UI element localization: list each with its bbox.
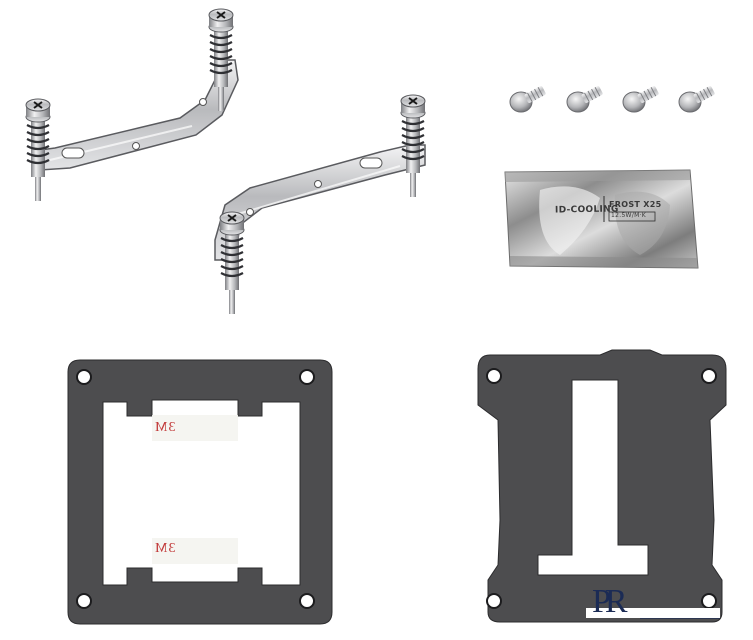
paste-product-text: FROST X25 <box>609 200 662 209</box>
watermark-frame <box>586 608 720 619</box>
mounting-bracket-right <box>214 93 427 316</box>
intel-backplate <box>477 349 727 623</box>
tape-brand-bottom: 3M <box>154 541 176 556</box>
square-backplate <box>67 359 333 625</box>
watermark-logo: PR <box>592 583 628 620</box>
mounting-bracket-left <box>24 7 239 203</box>
tape-brand-top: 3M <box>154 420 176 435</box>
paste-spec-text: 12.5W/M·K <box>611 212 647 219</box>
screw-set <box>509 84 716 113</box>
thermal-paste-packet <box>504 169 699 269</box>
